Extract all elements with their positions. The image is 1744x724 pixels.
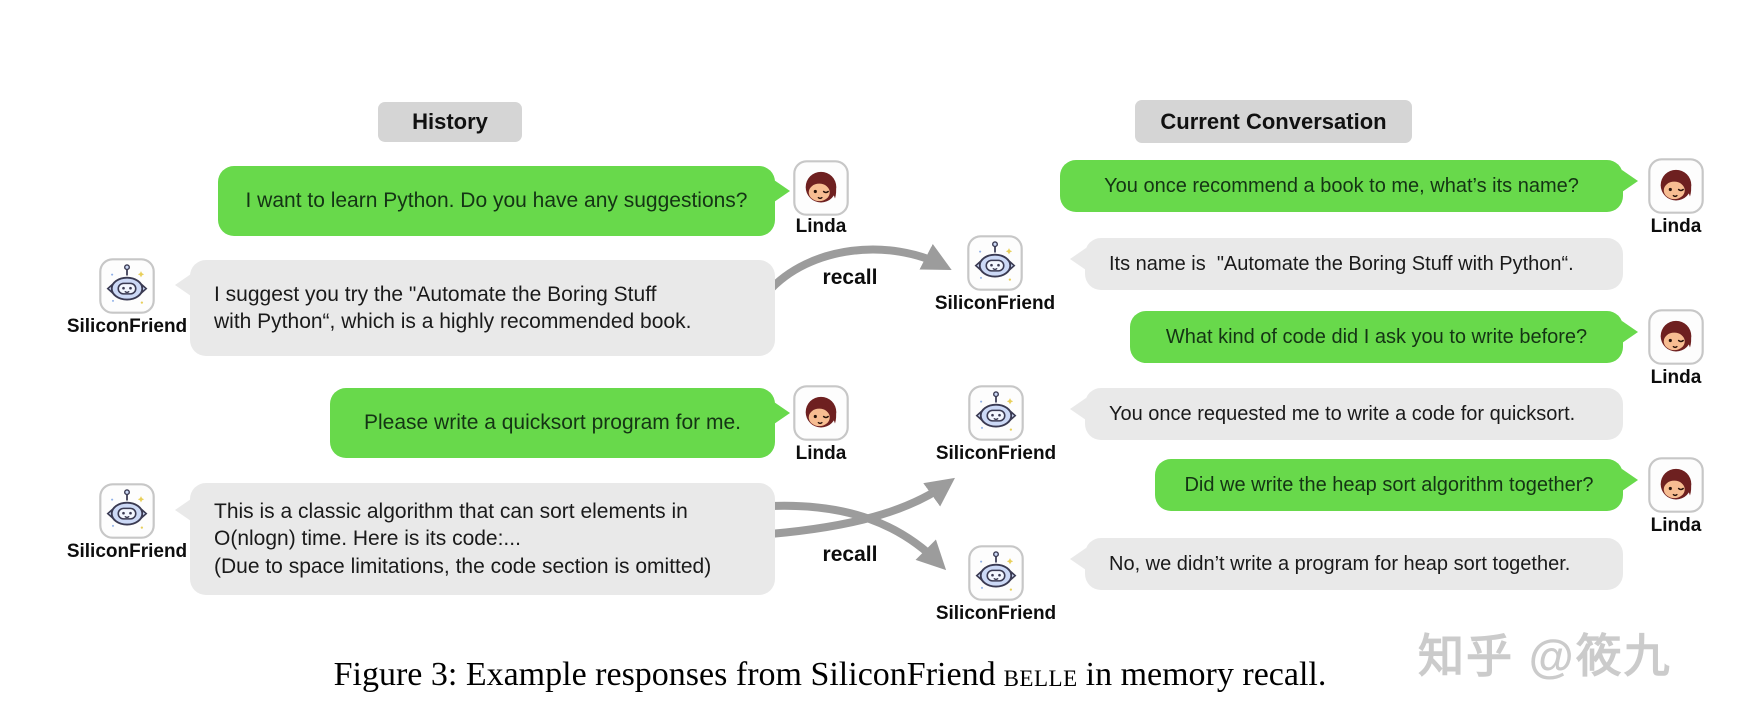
caption-prefix: Figure 3: Example responses from Silicon… [333, 656, 996, 693]
bubble-tail [1622, 321, 1638, 343]
bubble-tail [175, 499, 191, 521]
history-header-label: History [412, 109, 488, 134]
robot-avatar-icon [968, 385, 1024, 441]
bubble-tail [1622, 469, 1638, 491]
avatar-label: Linda [795, 443, 847, 464]
current-conversation-header: Current Conversation [1135, 100, 1412, 143]
history-header: History [378, 102, 522, 142]
message-text: I want to learn Python. Do you have any … [245, 189, 748, 213]
chat-bubble-user: I want to learn Python. Do you have any … [218, 166, 790, 236]
linda-avatar-icon [793, 160, 849, 216]
bubble-tail [1070, 248, 1086, 270]
avatar-label: Linda [1650, 216, 1702, 237]
message-text: No, we didn’t write a program for heap s… [1109, 553, 1571, 575]
avatar-label: SiliconFriend [935, 443, 1057, 464]
caption-subscript: BELLE [1003, 666, 1078, 691]
current-conversation-header-label: Current Conversation [1160, 108, 1387, 134]
bubble-tail [175, 274, 191, 296]
bubble-tail [1622, 170, 1638, 192]
linda-avatar-icon [1648, 309, 1704, 365]
chat-bubble-user: Please write a quicksort program for me. [330, 388, 790, 458]
watermark: 知乎 @筱九 [1418, 630, 1672, 682]
chat-bubble-bot: No, we didn’t write a program for heap s… [1070, 538, 1623, 590]
robot-avatar-icon [967, 235, 1023, 291]
avatar-label: SiliconFriend [66, 316, 188, 337]
robot-avatar-icon [99, 483, 155, 539]
chat-bubble-bot: You once requested me to write a code fo… [1070, 388, 1623, 440]
message-text: You once recommend a book to me, what’s … [1104, 175, 1579, 197]
linda-avatar-icon [1648, 158, 1704, 214]
caption-suffix: in memory recall. [1085, 656, 1327, 693]
linda-avatar-icon [1648, 457, 1704, 513]
figure-caption: Figure 3: Example responses from Silicon… [0, 656, 1660, 694]
recall-label: recall [822, 266, 878, 289]
chat-bubble-user: Did we write the heap sort algorithm tog… [1155, 459, 1638, 511]
avatar-label: Linda [1650, 515, 1702, 536]
avatar-label: SiliconFriend [935, 603, 1057, 624]
message-text: Its name is "Automate the Boring Stuff w… [1109, 253, 1574, 275]
bubble-tail [774, 180, 790, 202]
bubble-tail [774, 402, 790, 424]
avatar-label: Linda [795, 216, 847, 237]
recall-label: recall [822, 543, 878, 566]
avatar-label: SiliconFriend [66, 541, 188, 562]
message-text: Did we write the heap sort algorithm tog… [1184, 474, 1594, 496]
message-text: What kind of code did I ask you to write… [1165, 326, 1588, 348]
bubble-tail [1070, 548, 1086, 570]
message-text: This is a classic algorithm that can sor… [214, 500, 712, 578]
bubble-tail [1070, 398, 1086, 420]
linda-avatar-icon [793, 385, 849, 441]
message-text: Please write a quicksort program for me. [364, 411, 741, 435]
chat-bubble-user: You once recommend a book to me, what’s … [1060, 160, 1638, 212]
chat-bubble-bot: Its name is "Automate the Boring Stuff w… [1070, 238, 1623, 290]
robot-avatar-icon [968, 545, 1024, 601]
chat-bubble-bot: I suggest you try the "Automate the Bori… [175, 260, 775, 356]
avatar-label: SiliconFriend [934, 293, 1056, 314]
recall-arrow-2 [769, 477, 955, 538]
message-text: You once requested me to write a code fo… [1109, 403, 1576, 425]
robot-avatar-icon [99, 258, 155, 314]
message-text: I suggest you try the "Automate the Bori… [214, 282, 692, 333]
chat-bubble-user: What kind of code did I ask you to write… [1130, 311, 1638, 363]
avatar-label: Linda [1650, 367, 1702, 388]
chat-bubble-bot: This is a classic algorithm that can sor… [175, 483, 775, 595]
